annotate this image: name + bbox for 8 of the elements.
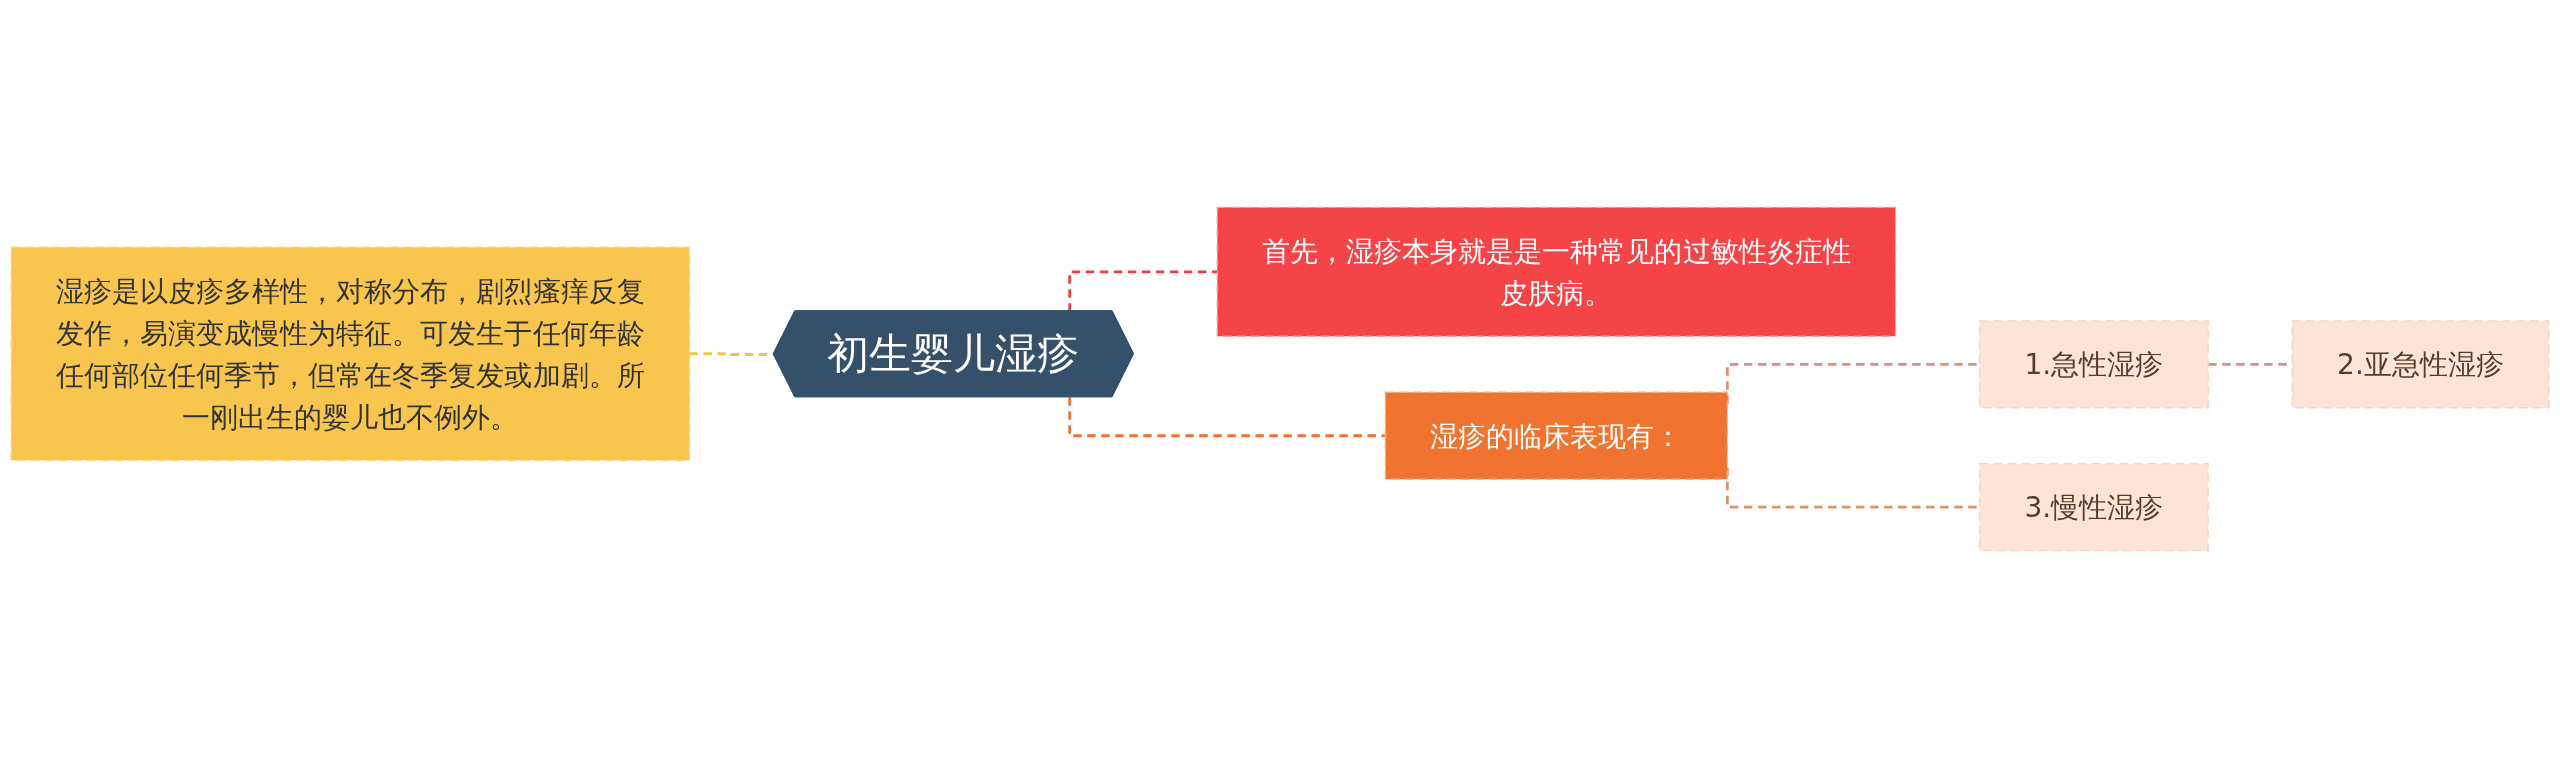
node-box: 2.亚急性湿疹	[2291, 320, 2550, 409]
node-box: 湿疹的临床表现有：	[1384, 391, 1729, 480]
connector	[1068, 397, 1386, 438]
node-box: 首先，湿疹本身就是是一种常见的过敏性炎症性皮肤病。	[1216, 206, 1897, 337]
node-box: 1.急性湿疹	[1978, 320, 2209, 409]
node-box: 3.慢性湿疹	[1978, 463, 2209, 552]
connector	[1068, 270, 1218, 312]
node-box: 湿疹是以皮疹多样性，对称分布，剧烈瘙痒反复发作，易演变成慢性为特征。可发生于任何年龄任何部位任何季节，但常在冬季复发或加剧。所一刚出生的婴儿也不例外。	[10, 246, 691, 461]
